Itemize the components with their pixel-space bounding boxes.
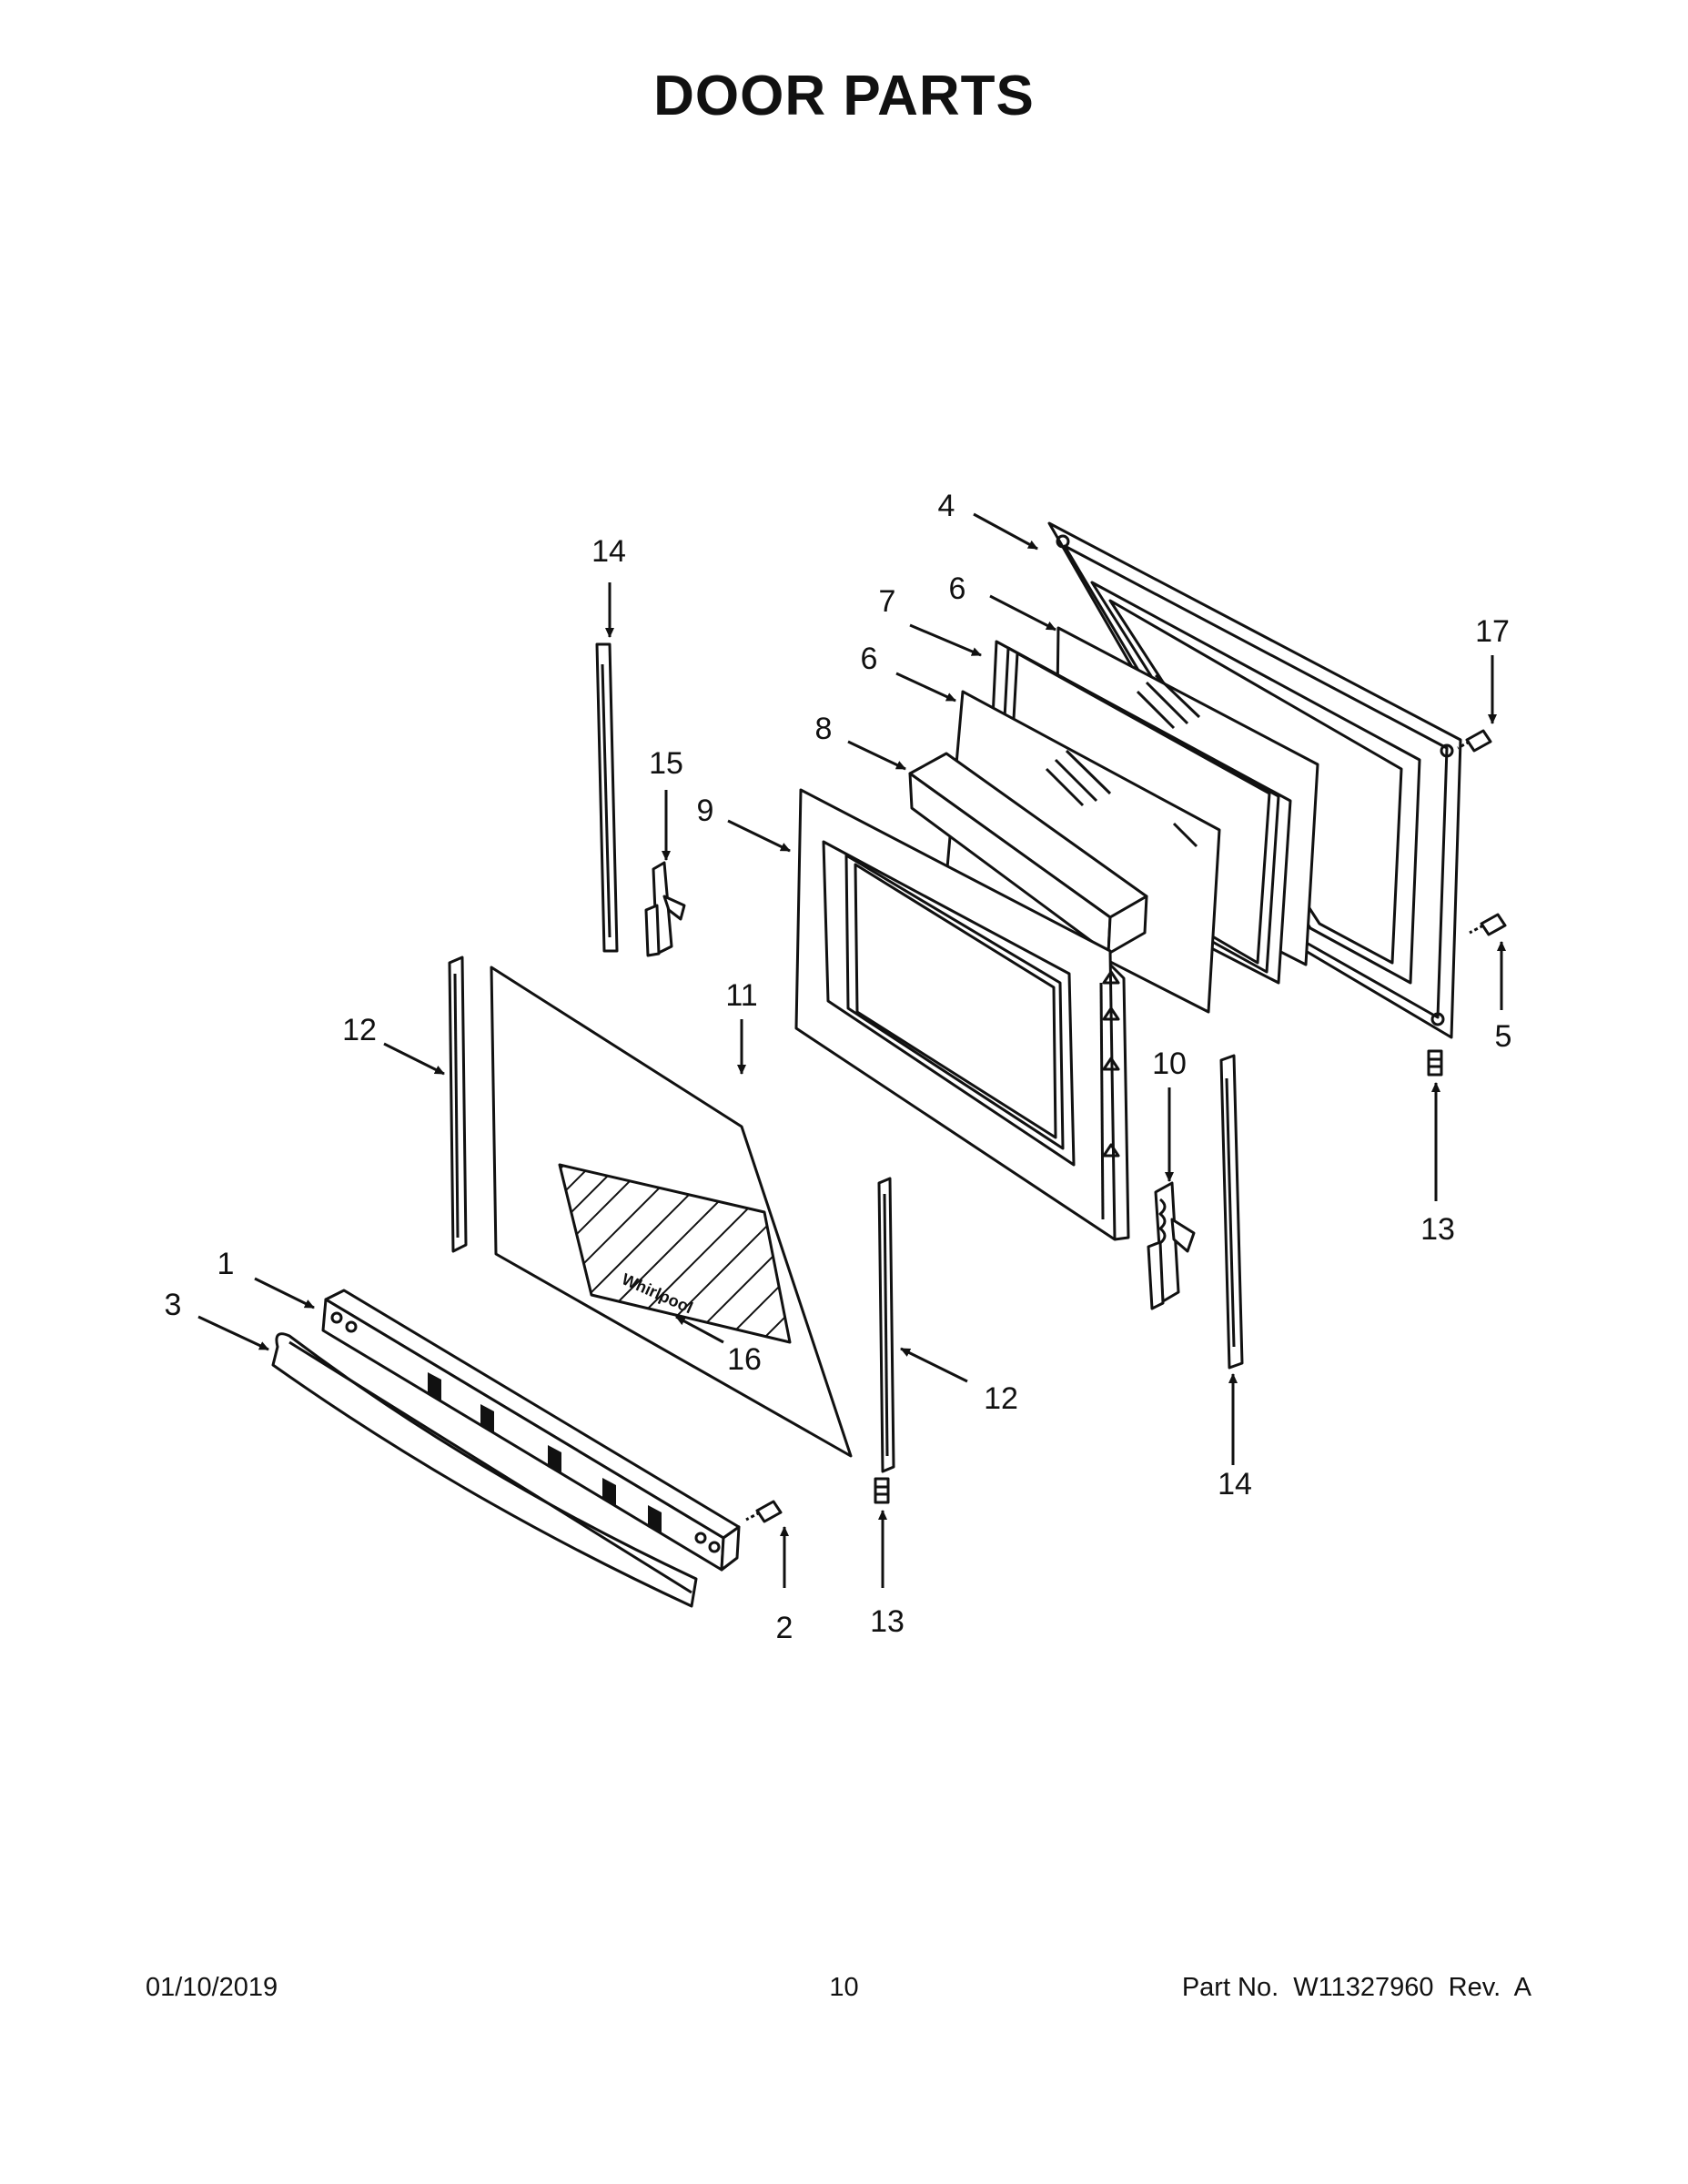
callout-13-center: 13 (870, 1604, 905, 1639)
page-title: DOOR PARTS (653, 65, 1035, 127)
door-side-seal-right (877, 1177, 895, 1473)
callout-15: 15 (649, 746, 683, 781)
door-side-trim-left (595, 642, 619, 953)
door-handle (271, 1332, 698, 1608)
screw-part-2 (745, 1500, 783, 1523)
screw-part-13-center (874, 1477, 890, 1504)
callout-7: 7 (879, 584, 896, 619)
callout-6-front: 6 (861, 642, 878, 676)
door-side-trim-right (1219, 1054, 1244, 1370)
outer-door-panel (490, 966, 853, 1458)
callout-4: 4 (938, 489, 955, 523)
callout-17: 17 (1475, 614, 1510, 649)
callout-2: 2 (776, 1611, 793, 1645)
callout-16: 16 (727, 1342, 762, 1377)
door-hinge-right (1147, 1181, 1196, 1310)
callout-12-left: 12 (342, 1013, 377, 1047)
footer-date: 01/10/2019 (146, 1973, 278, 2002)
footer-page-number: 10 (829, 1973, 859, 2002)
door-hinge-left (644, 861, 686, 957)
door-side-seal-left (448, 956, 468, 1253)
callout-14-lower: 14 (1218, 1467, 1252, 1502)
screw-part-13-right (1427, 1049, 1443, 1077)
callout-13-right: 13 (1420, 1212, 1455, 1247)
callout-14-upper: 14 (591, 534, 626, 569)
screw-part-5 (1469, 913, 1507, 936)
callout-8: 8 (815, 712, 833, 746)
callout-3: 3 (165, 1288, 182, 1322)
callout-10: 10 (1152, 1046, 1187, 1081)
door-vent-trim (321, 1289, 741, 1572)
callout-9: 9 (697, 794, 714, 828)
callout-11: 11 (725, 978, 757, 1013)
callout-leaders (197, 512, 1506, 1588)
callout-labels: 4 6 7 6 14 17 15 8 9 12 11 5 10 13 1 3 1… (165, 489, 1512, 1645)
footer-part-number: Part No. W11327960 Rev. A (1181, 1973, 1531, 2002)
screw-part-17 (1457, 729, 1492, 753)
door-liner-frame (794, 788, 1130, 1241)
callout-5: 5 (1495, 1019, 1512, 1054)
callout-12-right: 12 (984, 1381, 1018, 1416)
callout-1: 1 (217, 1247, 235, 1281)
callout-6-rear: 6 (949, 571, 966, 606)
